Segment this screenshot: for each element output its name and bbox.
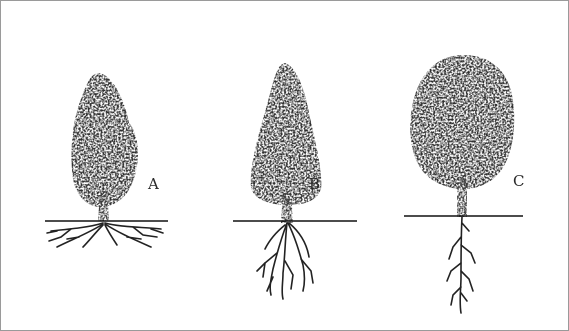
tree-c-foliage (410, 55, 514, 189)
tree-b-roots (257, 223, 313, 299)
tree-c-roots (447, 217, 475, 313)
label-b: B (309, 177, 320, 192)
tree-a-foliage (71, 73, 138, 207)
tree-c-trunk (457, 177, 467, 217)
label-c: C (513, 174, 524, 189)
label-a: A (148, 177, 159, 192)
tree-a-roots (47, 223, 163, 247)
tree-b-trunk (281, 191, 293, 223)
tree-c (404, 55, 523, 313)
tree-a (45, 73, 168, 247)
tree-b (233, 63, 357, 299)
